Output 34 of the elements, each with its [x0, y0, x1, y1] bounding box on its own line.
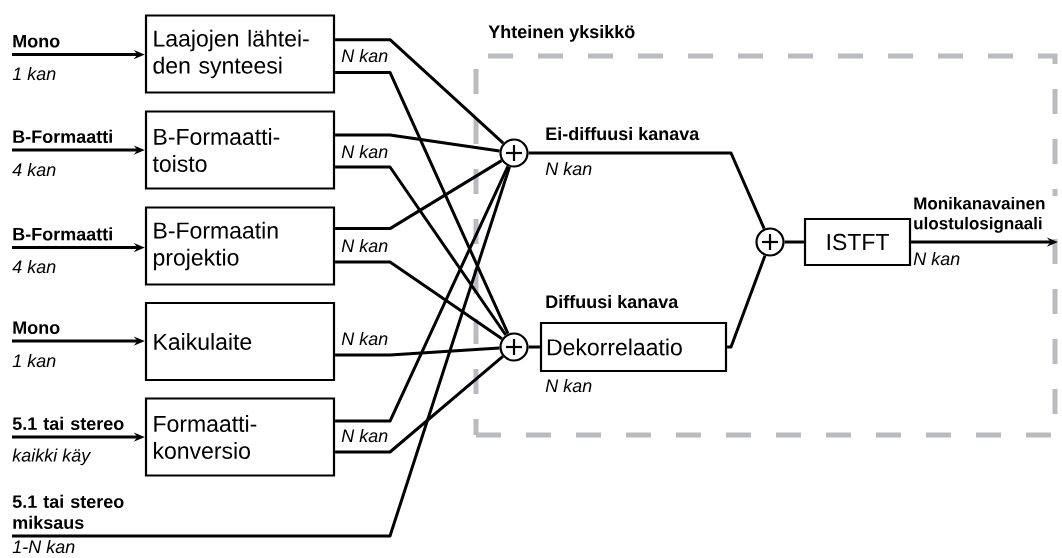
edge-label: N kan	[340, 427, 390, 444]
channel-label: N kan	[913, 251, 960, 266]
input-label: 5.1 tai stereo	[12, 416, 124, 430]
process-box: ISTFT	[803, 217, 912, 267]
input-label: Mono	[13, 321, 60, 334]
input-label: B-Formaatti	[13, 227, 112, 241]
process-box: Formaatti- konversio	[144, 397, 336, 477]
edge-label: Monikanavainen ulostulosignaali	[912, 195, 1062, 234]
input-label: Mono	[13, 34, 60, 48]
summing-junction	[499, 138, 529, 168]
edge-label: N kan	[340, 237, 390, 254]
node-label: Yhteinen yksikkö	[488, 24, 635, 42]
edge-label: N kan	[340, 330, 390, 347]
channel-count: 4 kan	[12, 259, 56, 274]
edge-label: Ei-diffuusi kanava	[544, 125, 701, 142]
channel-count: 1-N kan	[12, 539, 75, 554]
process-box: B-Formaatin projektio	[144, 206, 336, 286]
summing-junction	[755, 227, 785, 257]
channel-count: kaikki käy	[12, 448, 92, 466]
process-box: B-Formaatti- toisto	[144, 110, 336, 190]
channel-count: 1 kan	[12, 66, 56, 81]
channel-label: N kan	[545, 161, 592, 176]
summing-junction	[499, 332, 529, 362]
process-box: Dekorrelaatio	[539, 321, 728, 373]
channel-label: N kan	[545, 378, 592, 393]
input-label: B-Formaatti	[13, 129, 112, 143]
channel-count: 4 kan	[12, 162, 56, 177]
edge-label: N kan	[340, 143, 390, 160]
channel-count: 1 kan	[12, 353, 56, 368]
process-box: Kaikulaite	[144, 301, 336, 382]
input-label: 5.1 tai stereo miksaus	[12, 494, 124, 529]
edge-label: N kan	[340, 47, 390, 64]
process-box: Laajojen lähtei- den synteesi	[144, 14, 336, 94]
channel-label: Diffuusi kanava	[546, 294, 679, 309]
